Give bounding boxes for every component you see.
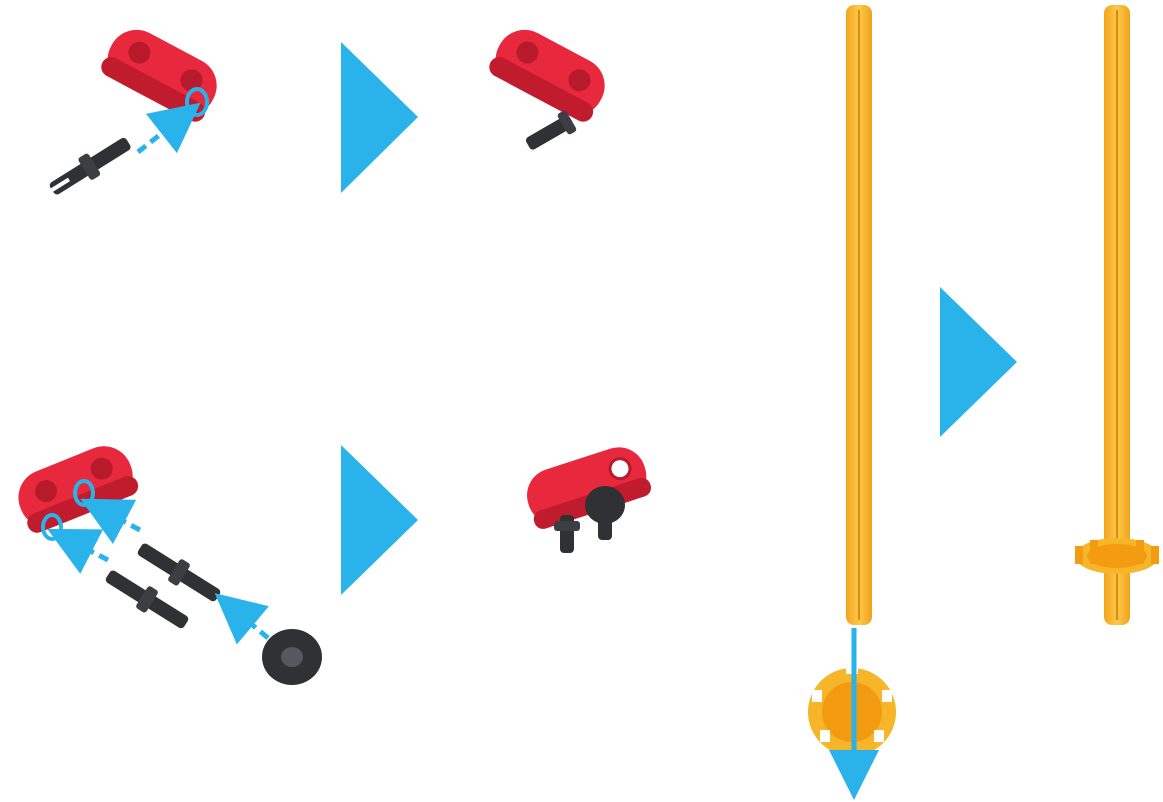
- play-triangle-icon: [940, 287, 1017, 437]
- step-1-before: [45, 20, 226, 201]
- red-liftarm: [520, 440, 653, 531]
- step-2-after: [520, 440, 653, 553]
- step-2-before: [10, 438, 322, 685]
- black-bushing: [585, 486, 625, 540]
- play-triangle-icon: [341, 445, 418, 595]
- step-1-after: [486, 20, 615, 155]
- play-triangle-icon: [341, 42, 418, 193]
- step-3-before: [808, 5, 896, 780]
- assembly-arrow-icon: [230, 606, 268, 638]
- assembly-arrow-icon: [65, 538, 108, 560]
- yellow-axle: [1104, 5, 1130, 625]
- assembly-arrow-icon: [138, 115, 185, 152]
- black-pin: [522, 110, 577, 156]
- assembly-arrow-icon: [98, 508, 140, 530]
- step-3-after: [1075, 5, 1159, 625]
- black-pin: [45, 131, 135, 201]
- yellow-gear: [1075, 538, 1159, 574]
- yellow-axle: [846, 5, 872, 625]
- black-bushing: [262, 629, 322, 685]
- red-liftarm: [486, 20, 615, 125]
